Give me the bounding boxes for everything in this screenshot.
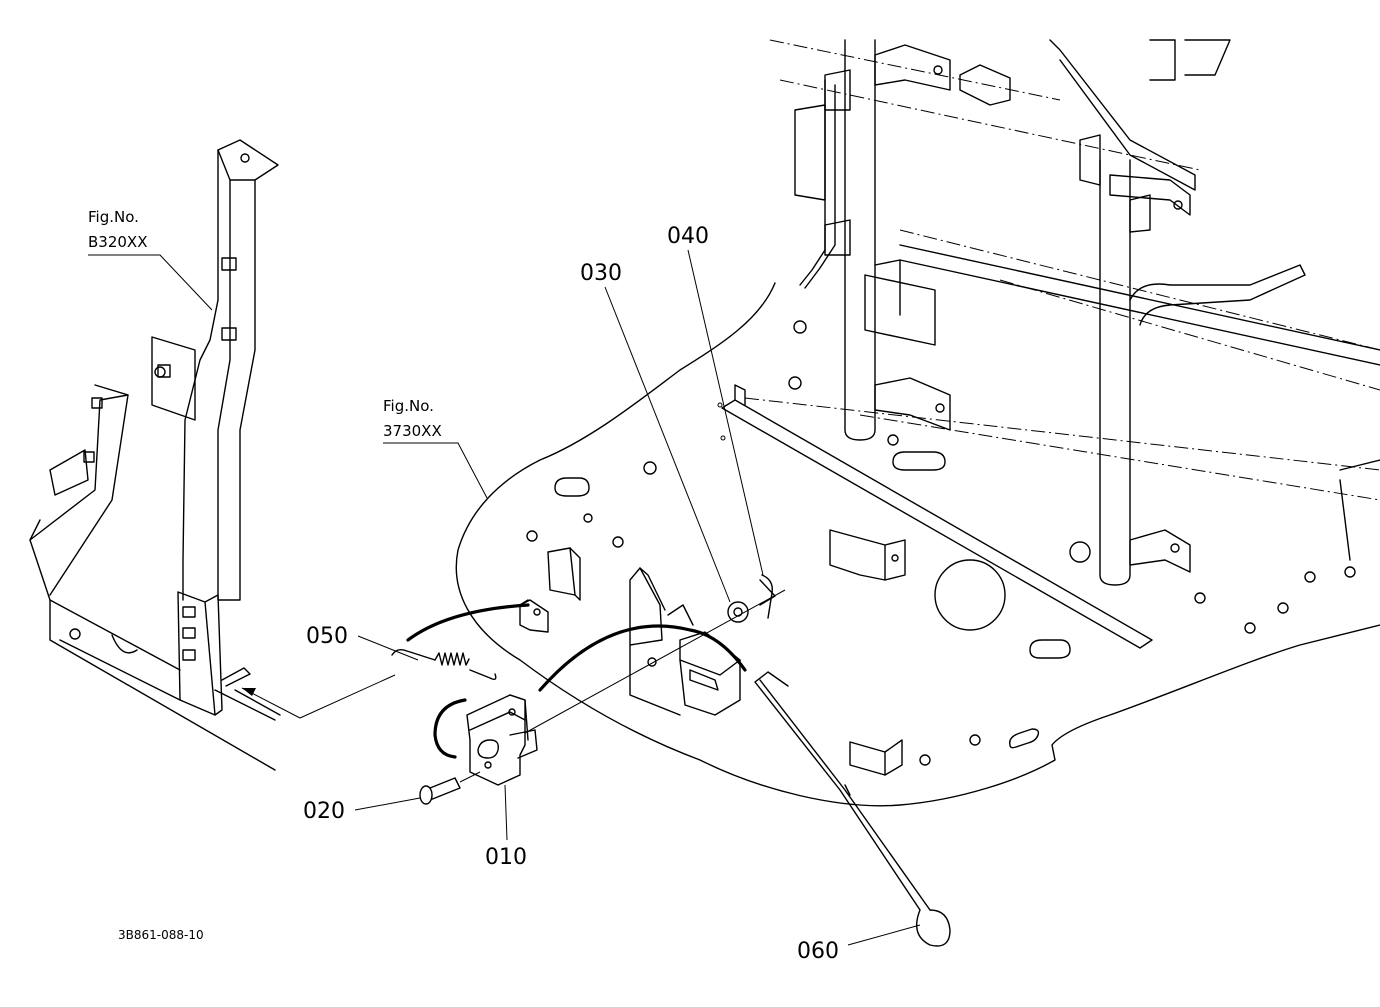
fig-ref-label: Fig.No. — [88, 208, 139, 226]
figure-ref-3730xx: Fig.No. 3730XX — [383, 397, 442, 440]
part-020-pin — [419, 777, 461, 805]
left-fender-frame — [29, 366, 276, 771]
part-010-lock-bracket — [466, 694, 538, 786]
part-060-rod — [754, 671, 951, 947]
floor-tabs — [519, 529, 906, 776]
long-rail — [721, 39, 1380, 649]
lower-bracket — [177, 591, 301, 721]
figure-ref-b320xx: Fig.No. B320XX — [88, 208, 147, 251]
part-030-washer — [727, 601, 749, 623]
callout-040: 040 — [667, 224, 709, 249]
fig-ref-number: B320XX — [88, 233, 147, 251]
callout-030: 030 — [580, 261, 622, 286]
assembly-guides — [299, 589, 786, 783]
fig-ref-number: 3730XX — [383, 422, 442, 440]
fig-ref-label: Fig.No. — [383, 397, 434, 415]
upper-structure — [794, 39, 1380, 586]
callout-020: 020 — [303, 799, 345, 824]
leader-lines — [88, 249, 921, 946]
floor-hook-bracket — [629, 567, 741, 716]
part-050-spring — [391, 648, 497, 681]
vertical-strap — [151, 139, 279, 601]
floor-plate — [455, 282, 1380, 807]
callout-060: 060 — [797, 939, 839, 964]
callout-010: 010 — [485, 845, 527, 870]
drawing-code: 3B861-088-10 — [118, 928, 204, 942]
callout-050: 050 — [306, 624, 348, 649]
